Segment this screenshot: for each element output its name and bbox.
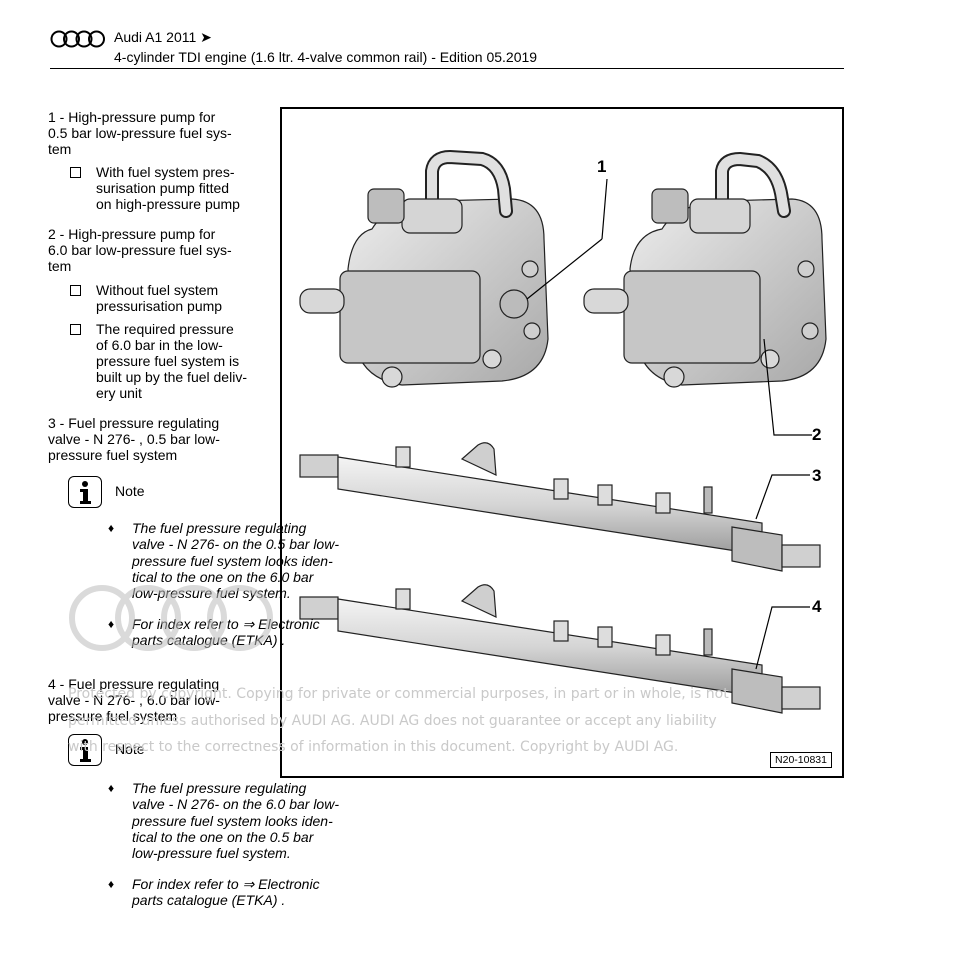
checkbox-icon	[70, 167, 81, 178]
callout-line-2	[763, 338, 812, 436]
item-3-title: 3 - Fuel pressure regulating valve - N 2…	[48, 415, 220, 463]
checkbox-item: With fuel system pres- surisation pump f…	[70, 164, 280, 214]
fuel-rail-lower	[299, 584, 821, 714]
callout-label-4: 4	[812, 597, 822, 616]
checkbox-item: The required pressure of 6.0 bar in the …	[70, 321, 280, 403]
callout-label-3: 3	[812, 466, 822, 485]
info-icon	[68, 734, 102, 766]
diamond-bullet-icon: ♦	[108, 877, 115, 891]
copyright-watermark-line: with respect to the correctness of infor…	[68, 739, 679, 755]
info-icon	[68, 476, 102, 508]
document-subtitle: 4-cylinder TDI engine (1.6 ltr. 4-valve …	[114, 49, 538, 65]
note-label: Note	[115, 741, 145, 757]
fuel-rail-upper	[299, 442, 821, 572]
checkbox-icon	[70, 285, 81, 296]
item-4-title: 4 - Fuel pressure regulating valve - N 2…	[48, 676, 220, 724]
audi-rings-icon	[50, 30, 105, 48]
high-pressure-pump-6-0-bar	[583, 151, 827, 388]
checkbox-icon	[70, 324, 81, 335]
note-box: Note	[68, 476, 188, 510]
note-bullet: ♦ For index refer to ⇒ Electronic parts …	[108, 876, 378, 912]
callout-label-2: 2	[812, 425, 822, 444]
diamond-bullet-icon: ♦	[108, 781, 115, 795]
note-box: Note	[68, 734, 188, 768]
copyright-watermark-line: Protected by copyright. Copying for priv…	[68, 686, 729, 702]
note-bullet: ♦ The fuel pressure regulating valve - N…	[108, 780, 339, 862]
callout-line-4	[755, 606, 810, 670]
high-pressure-pump-0-5-bar	[299, 149, 549, 388]
diamond-bullet-icon: ♦	[108, 521, 115, 535]
diamond-bullet-icon: ♦	[108, 617, 115, 631]
note-label: Note	[115, 483, 145, 499]
callout-label-1: 1	[597, 157, 607, 176]
figure-id: N20-10831	[770, 752, 832, 768]
vehicle-model-link[interactable]: Audi A1 2011 ➤	[114, 29, 212, 45]
callout-line-3	[755, 474, 810, 520]
callout-line-1	[601, 178, 608, 240]
page-header: Audi A1 2011 ➤ 4-cylinder TDI engine (1.…	[50, 28, 844, 69]
etka-link[interactable]: For index refer to ⇒ Electronic	[132, 876, 320, 892]
item-2-title: 2 - High-pressure pump for 6.0 bar low-p…	[48, 226, 232, 274]
fuel-system-drawing	[299, 149, 827, 714]
checkbox-item: Without fuel system pressurisation pump	[70, 282, 280, 316]
audi-rings-watermark-icon	[69, 585, 273, 651]
component-illustration: 1 2 3 4 N20-10831	[280, 107, 844, 778]
item-1-title: 1 - High-pressure pump for 0.5 bar low-p…	[48, 109, 232, 157]
copyright-watermark-line: permitted unless authorised by AUDI AG. …	[68, 713, 717, 729]
